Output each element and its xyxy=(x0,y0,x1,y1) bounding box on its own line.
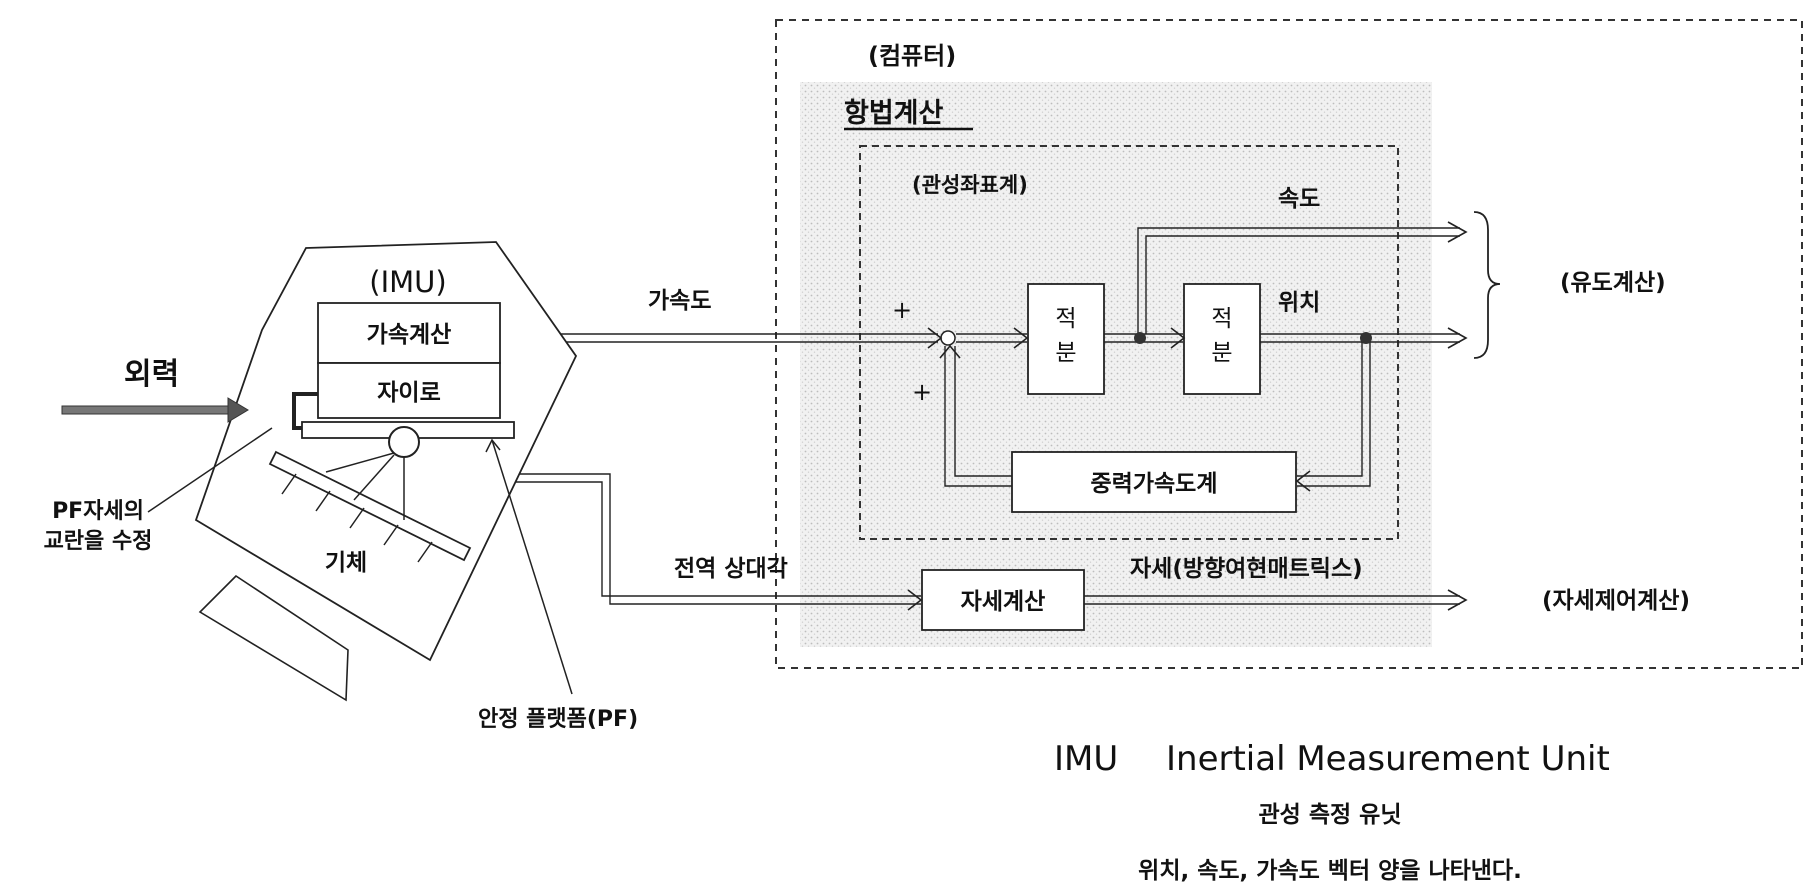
attitude-calc-label: 자세계산 xyxy=(961,589,1046,615)
position-branch-node xyxy=(1360,332,1372,344)
arrowhead-junction-bottom xyxy=(939,344,961,359)
correction-bracket xyxy=(292,392,318,430)
attitude-calc-box xyxy=(921,569,1085,631)
gravity-feedback-path xyxy=(954,346,1012,477)
computer-label: (컴퓨터) xyxy=(868,42,956,70)
guidance-brace xyxy=(1473,211,1501,359)
arrowhead-into-integrator-2 xyxy=(1170,327,1186,349)
attitude-control-label: (자세제어계산) xyxy=(1542,588,1690,614)
position-label: 위치 xyxy=(1278,290,1320,316)
plus-sign-bottom: + xyxy=(912,378,932,406)
pf-correction-leader xyxy=(147,427,273,513)
arrowhead-position xyxy=(1447,327,1468,349)
guidance-label: (유도계산) xyxy=(1560,270,1666,296)
mounting-plate xyxy=(268,450,472,562)
stable-platform-leader xyxy=(491,439,573,695)
accel-calc-box xyxy=(317,302,501,364)
gyro-label: 자이로 xyxy=(377,380,440,406)
pivot-supports xyxy=(325,452,405,520)
body-label: 기체 xyxy=(325,550,367,576)
global-relative-angle-label: 전역 상대각 xyxy=(674,556,788,582)
acceleration-label: 가속도 xyxy=(648,288,711,314)
external-force-shaft xyxy=(61,405,231,415)
footer-korean: 관성 측정 유닛 xyxy=(1259,802,1402,828)
arrowhead-attitude xyxy=(1447,589,1468,611)
gravity-box xyxy=(1011,451,1297,513)
attitude-output-label: 자세(방향여현매트릭스) xyxy=(1130,556,1363,582)
velocity-label: 속도 xyxy=(1278,186,1320,212)
arrowhead-into-attitude-calc xyxy=(907,589,923,611)
pf-correction-line-1: PF자세의 xyxy=(52,499,144,524)
gyro-box xyxy=(317,362,501,419)
arrowhead-velocity xyxy=(1447,221,1468,243)
accel-calc-label: 가속계산 xyxy=(367,322,452,348)
vehicle-tail xyxy=(198,574,349,702)
imu-label: (IMU) xyxy=(369,265,446,299)
integrator-2-text-1: 적 xyxy=(1211,306,1232,332)
arrowheads xyxy=(907,221,1468,611)
integrator-1-box xyxy=(1027,283,1105,395)
arrowhead-into-junction xyxy=(927,327,943,349)
arrowhead-into-integrator-1 xyxy=(1013,327,1029,349)
external-force-arrowhead xyxy=(227,397,249,423)
integrator-2-box xyxy=(1183,283,1261,395)
navigation-shaded-area xyxy=(800,82,1432,647)
integrator-2-text-2: 분 xyxy=(1211,340,1232,366)
arrowhead-into-gravity xyxy=(1295,470,1311,492)
integrator-1-text-1: 적 xyxy=(1055,306,1076,332)
footer-expansion: Inertial Measurement Unit xyxy=(1166,739,1610,779)
velocity-path xyxy=(1137,227,1460,334)
footer-acronym: IMU xyxy=(1054,739,1118,779)
inertial-frame-label: (관성좌표계) xyxy=(912,173,1028,197)
plus-sign-top: + xyxy=(892,296,912,324)
summing-junction xyxy=(940,330,956,346)
integrator-1-text-2: 분 xyxy=(1055,340,1076,366)
external-force-label: 외력 xyxy=(124,357,179,392)
mounting-hatch xyxy=(281,473,433,563)
velocity-branch-node xyxy=(1134,332,1146,344)
gravity-label: 중력가속도계 xyxy=(1091,471,1218,497)
navigation-title: 항법계산 xyxy=(844,98,944,129)
stable-platform-leader-arrow xyxy=(485,438,501,453)
pf-correction-line-2: 교란을 수정 xyxy=(44,529,153,554)
stable-platform-label: 안정 플랫폼(PF) xyxy=(478,707,638,732)
footer-description: 위치, 속도, 가속도 벡터 양을 나타낸다. xyxy=(1138,858,1522,884)
computer-boundary xyxy=(775,19,1803,669)
position-feedback-path xyxy=(1297,342,1363,477)
